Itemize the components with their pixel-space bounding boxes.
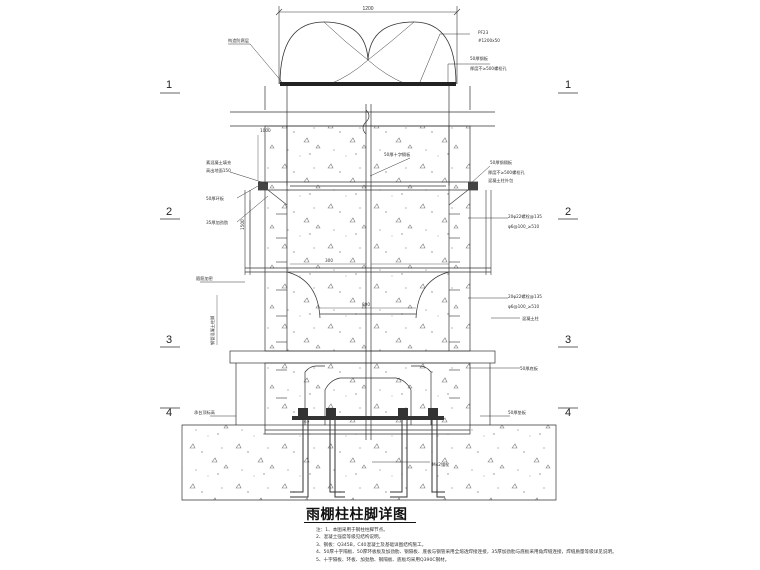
note-line: 注：1、本图采用于钢柱柱脚节点。 [316,528,388,533]
top-dimension [275,6,461,84]
dim-d: 800 [362,302,370,307]
section-1-right: 1 [565,79,571,91]
anchor-bolts [290,420,445,498]
label-right-rebar-a: 20φ22螺栓@135 [508,213,542,220]
label-pipe-spec: #1200x50 [478,38,500,43]
label-mid-left-b: 高出地面150 [206,167,231,174]
section-1-left: 1 [166,79,172,91]
anchor-nuts [292,408,444,420]
section-4-right: 4 [565,407,571,419]
label-left-top: 构造防腐层 [228,37,249,44]
section-3-right: 3 [565,334,571,346]
vertical-dim: 钢管混凝土柱脚 [209,316,216,345]
leader-lines [200,33,520,463]
notes-block: 注：1、本图采用于钢柱柱脚节点。 2、混凝土强度等级见结构说明。 3、钢板：Q3… [316,527,756,564]
title-underline [304,522,416,523]
label-left-d: 35厚加劲肋 [206,219,228,226]
section-4-left: 4 [166,407,172,419]
label-left-c: 50厚环板 [206,195,225,202]
top-plate [280,82,456,86]
label-tube-spec: 50厚钢板 [470,55,489,62]
label-anchor: M42锚栓 [432,461,450,468]
label-right-rebar-b: φ6@100_≥510 [508,224,540,229]
note-line: 2、混凝土强度等级见结构说明。 [316,535,384,541]
label-right-c: 混凝土柱外包 [488,177,514,184]
drawing-title: 雨棚柱柱脚详图 [306,507,408,523]
label-center: 50厚十字隔板 [384,151,411,158]
label-steel-pipe: PF23 [478,30,489,35]
label-right-rebar-d: φ6@100_≥510 [508,304,540,309]
pedestal [264,362,471,426]
label-right-f: 50厚底板 [520,365,539,372]
label-tube-note: 厚度不≥500螺栓孔 [470,65,507,72]
canopy-arches [279,21,457,85]
label-mid-left-a: 素混凝土填充 [206,159,231,166]
top-dimension-text: 1200 [362,6,373,12]
note-line: 4、50厚十字隔板、50厚环板板及加劲肋、钢隔板、底板与钢管采用全熔透焊接连接，… [316,550,617,556]
section-2-right: 2 [565,206,571,218]
label-left-e: 箍筋加密 [196,275,213,282]
section-2-left: 2 [166,206,172,218]
label-right-g: 50厚垫板 [508,409,527,416]
ring-plate-right [468,182,478,190]
label-right-e: 混凝土柱 [522,315,540,322]
label-right-rebar-c: 20φ22螺栓@135 [508,293,542,300]
upper-beam [230,111,495,127]
foundation [181,424,557,501]
anchor-chairs [304,365,432,425]
middle-diaphragm [245,267,491,319]
ring-plate-left [258,182,268,190]
note-line: 3、钢板：Q345B，C40混凝土及基础详图结构施工。 [316,542,427,548]
dim-b: 1500 [240,219,245,230]
inner-dims [216,135,449,345]
dim-a: 1000 [260,128,271,133]
label-left-g: 承台顶标高 [194,409,215,416]
note-line: 5、十字隔板、环板、加劲肋、钢隔板、底板均采用Q390C钢材。 [316,557,450,563]
section-3-left: 3 [166,334,172,346]
concrete-block [264,125,471,352]
label-right-a: 50厚钢隔板 [490,159,513,166]
label-right-b: 厚度不≥500螺栓孔 [488,169,525,176]
ring-plate [258,181,478,191]
dim-c: 300 [325,258,333,263]
